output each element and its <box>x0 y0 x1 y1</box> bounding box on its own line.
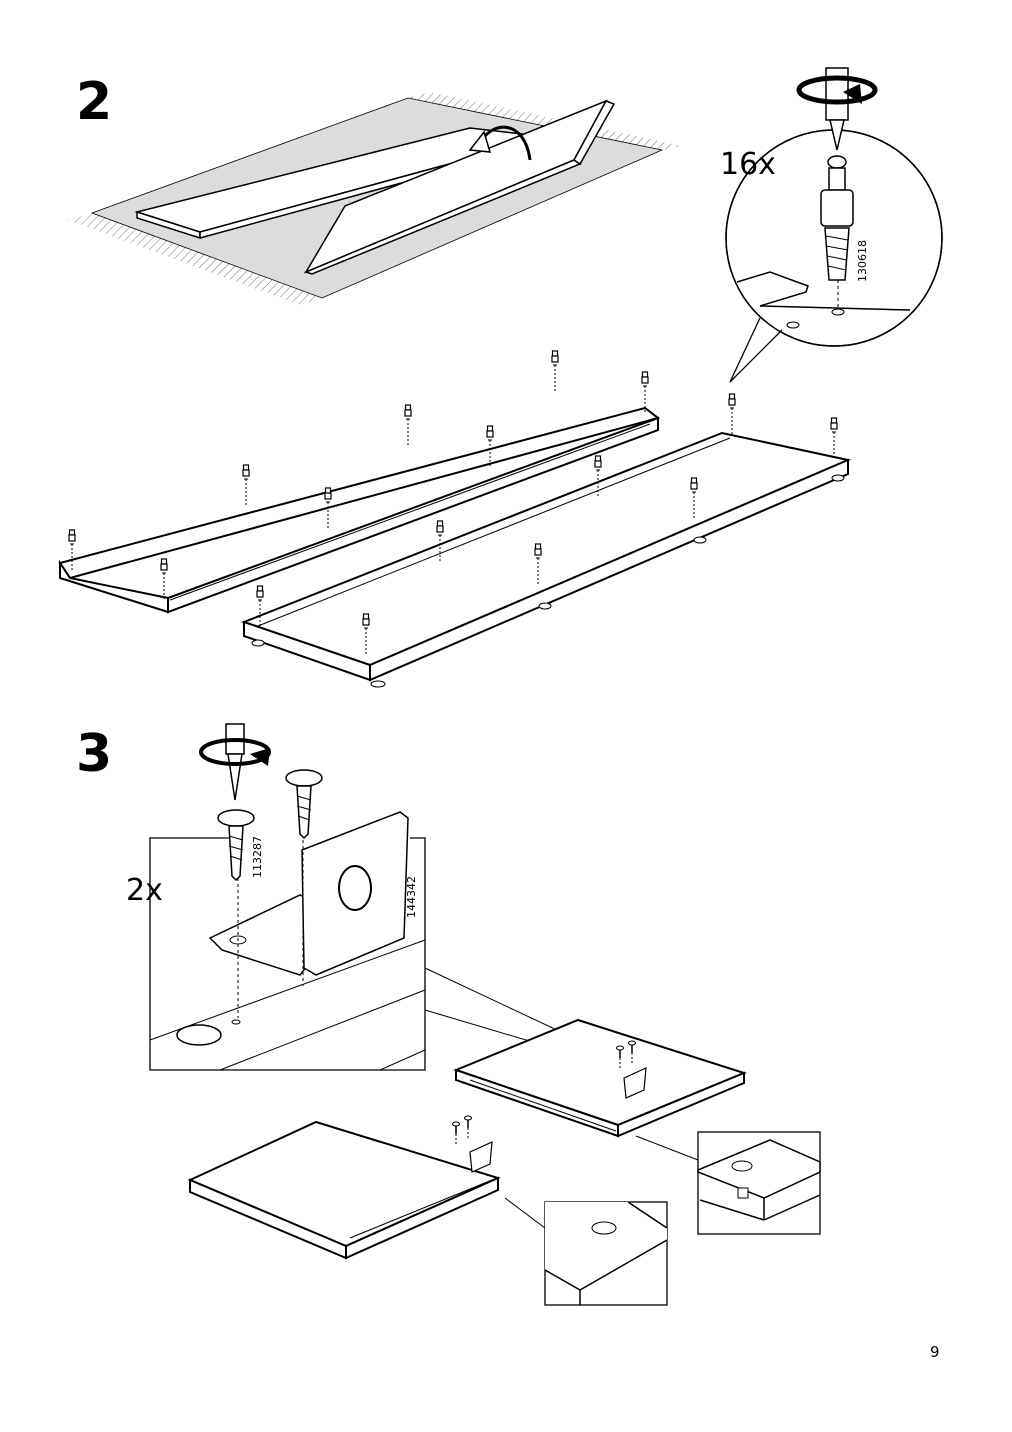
panel-lower <box>187 1115 501 1260</box>
part-number: 144342 <box>405 876 418 918</box>
bracket-detail-box <box>149 723 611 1071</box>
quantity-label: 16x <box>720 147 776 182</box>
step-number: 2 <box>76 72 113 132</box>
step-number: 3 <box>76 724 113 784</box>
part-number: 130618 <box>856 240 869 282</box>
part-number: 113287 <box>251 836 264 878</box>
board-left <box>58 406 661 614</box>
quantity-label: 2x <box>126 873 163 908</box>
panel-edge-detail-lower <box>504 1197 668 1306</box>
rug-board-tilted <box>303 99 616 275</box>
panel-upper <box>453 1018 747 1138</box>
panel-edge-detail-right <box>635 1131 821 1235</box>
page-number: 9 <box>930 1343 940 1361</box>
dowel-detail-circle <box>725 67 943 383</box>
board-right <box>241 431 852 688</box>
